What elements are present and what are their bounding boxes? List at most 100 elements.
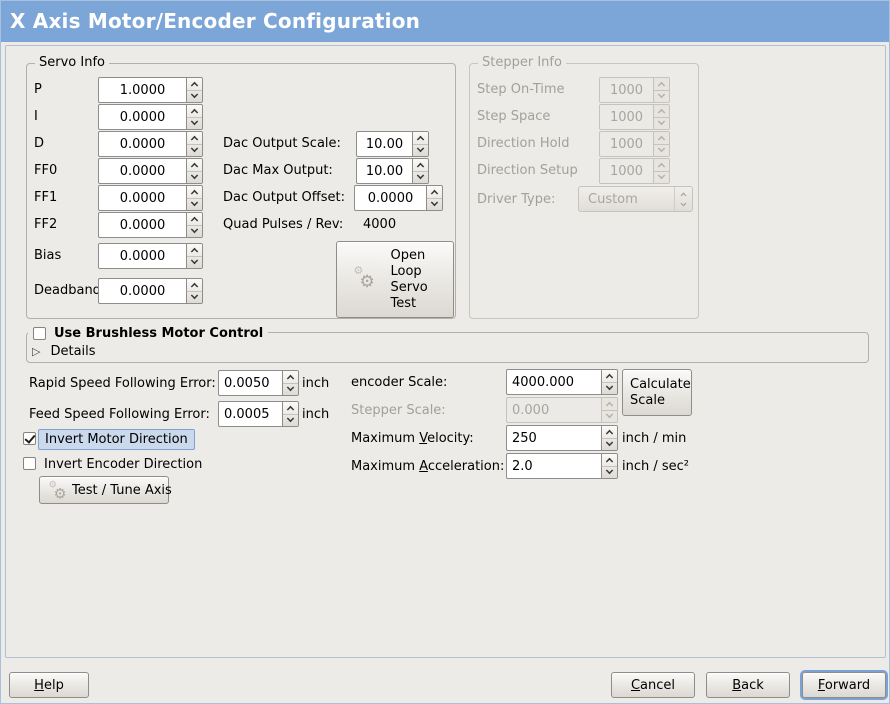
encoder-scale-input[interactable]: 4000.000 xyxy=(512,374,575,390)
spin-down-button[interactable] xyxy=(187,89,202,103)
details-expander[interactable]: ▷ Details xyxy=(32,344,96,359)
p-spinbox[interactable]: 1.0000 xyxy=(98,77,203,103)
dac-output-offset-spinbox[interactable]: 0.0000 xyxy=(354,185,443,211)
spin-up-button[interactable] xyxy=(602,370,617,382)
spin-down-button[interactable] xyxy=(283,382,298,396)
ff1-input[interactable]: 0.0000 xyxy=(119,190,166,206)
use-brushless-label[interactable]: Use Brushless Motor Control xyxy=(54,325,264,341)
spin-up-button[interactable] xyxy=(413,132,428,144)
p-input[interactable]: 1.0000 xyxy=(119,82,166,98)
invert-motor-checkbox[interactable] xyxy=(23,432,36,445)
rapid-following-error-input[interactable]: 0.0050 xyxy=(224,375,270,391)
dac-output-scale-input[interactable]: 10.00 xyxy=(365,136,404,152)
encoder-scale-spinbox[interactable]: 4000.000 xyxy=(506,369,618,395)
spin-up-button[interactable] xyxy=(413,159,428,171)
feed-following-error-label: Feed Speed Following Error: xyxy=(29,407,210,422)
forward-button[interactable]: Forward xyxy=(802,672,886,698)
cancel-label: Cancel xyxy=(631,678,675,693)
label-text: Maximum xyxy=(351,459,420,474)
spin-up-button[interactable] xyxy=(427,186,442,198)
ff1-spinbox[interactable]: 0.0000 xyxy=(98,185,203,211)
bias-spinbox[interactable]: 0.0000 xyxy=(98,243,203,269)
step-on-time-label: Step On-Time xyxy=(477,82,565,97)
deadband-spinbox[interactable]: 0.0000 xyxy=(98,278,203,304)
spin-down-button[interactable] xyxy=(187,224,202,238)
spin-up-button[interactable] xyxy=(187,213,202,225)
maximum-velocity-input[interactable]: 250 xyxy=(512,430,537,446)
spin-up-button[interactable] xyxy=(283,371,298,383)
feed-following-error-spinbox[interactable]: 0.0005 xyxy=(218,401,299,427)
maximum-acceleration-input[interactable]: 2.0 xyxy=(512,458,533,474)
spin-up-button[interactable] xyxy=(602,426,617,438)
maximum-velocity-spinbox[interactable]: 250 xyxy=(506,425,618,451)
chevron-up-icon xyxy=(286,374,295,382)
dac-max-output-spinbox[interactable]: 10.00 xyxy=(356,158,429,184)
deadband-input[interactable]: 0.0000 xyxy=(119,283,166,299)
bias-input[interactable]: 0.0000 xyxy=(119,248,166,264)
calculate-scale-label: Calculate Scale xyxy=(630,376,691,408)
d-input[interactable]: 0.0000 xyxy=(119,136,166,152)
dac-output-scale-spinbox[interactable]: 10.00 xyxy=(356,131,429,157)
spin-down-button[interactable] xyxy=(187,143,202,157)
back-button[interactable]: Back xyxy=(706,672,790,698)
spin-down-button[interactable] xyxy=(602,465,617,479)
spin-up-button[interactable] xyxy=(187,78,202,90)
spin-up-button[interactable] xyxy=(187,244,202,256)
spin-buttons xyxy=(601,370,617,394)
spin-up-button[interactable] xyxy=(187,132,202,144)
brushless-frame xyxy=(26,332,869,363)
spin-up-button[interactable] xyxy=(187,105,202,117)
invert-motor-label[interactable]: Invert Motor Direction xyxy=(38,429,195,450)
spin-down-button[interactable] xyxy=(187,255,202,269)
chevron-down-icon xyxy=(190,257,199,265)
spin-down-button xyxy=(654,143,669,157)
ff0-input[interactable]: 0.0000 xyxy=(119,163,166,179)
spin-up-button[interactable] xyxy=(187,279,202,291)
step-space-spinbox: 1000 xyxy=(599,104,670,130)
spin-down-button[interactable] xyxy=(187,290,202,304)
spin-up-button[interactable] xyxy=(602,454,617,466)
title-bar: X Axis Motor/Encoder Configuration xyxy=(1,1,889,42)
spin-down-button[interactable] xyxy=(187,116,202,130)
feed-following-error-input[interactable]: 0.0005 xyxy=(224,406,270,422)
i-input[interactable]: 0.0000 xyxy=(119,109,166,125)
chevron-down-icon xyxy=(430,199,439,207)
chevron-down-icon xyxy=(605,411,614,419)
ff2-label: FF2 xyxy=(34,217,58,232)
maximum-acceleration-spinbox[interactable]: 2.0 xyxy=(506,453,618,479)
use-brushless-checkbox[interactable] xyxy=(33,326,46,340)
chevron-up-icon xyxy=(190,282,199,290)
i-spinbox[interactable]: 0.0000 xyxy=(98,104,203,130)
test-tune-axis-button[interactable]: ⚙⚙ Test / Tune Axis xyxy=(39,476,172,504)
spin-up-button[interactable] xyxy=(187,159,202,171)
spin-down-button[interactable] xyxy=(187,197,202,211)
ff2-spinbox[interactable]: 0.0000 xyxy=(98,212,203,238)
label-mnemonic: A xyxy=(419,459,428,474)
d-spinbox[interactable]: 0.0000 xyxy=(98,131,203,157)
spin-up-button[interactable] xyxy=(283,402,298,414)
ff0-spinbox[interactable]: 0.0000 xyxy=(98,158,203,184)
ff2-input[interactable]: 0.0000 xyxy=(119,217,166,233)
invert-encoder-label[interactable]: Invert Encoder Direction xyxy=(44,457,203,472)
dac-max-output-input[interactable]: 10.00 xyxy=(365,163,404,179)
spin-down-button[interactable] xyxy=(187,170,202,184)
spin-down-button[interactable] xyxy=(602,381,617,395)
spin-up-button[interactable] xyxy=(187,186,202,198)
calculate-scale-button[interactable]: Calculate Scale xyxy=(622,369,692,416)
spin-down-button[interactable] xyxy=(427,197,442,211)
chevron-up-icon xyxy=(657,162,666,170)
chevron-down-icon xyxy=(416,145,425,153)
chevron-down-icon xyxy=(190,118,199,126)
spin-buttons xyxy=(186,159,202,183)
spin-down-button[interactable] xyxy=(413,143,428,157)
cancel-button[interactable]: Cancel xyxy=(611,672,695,698)
spin-down-button[interactable] xyxy=(602,437,617,451)
step-on-time-spinbox: 1000 xyxy=(599,77,670,103)
rapid-following-error-spinbox[interactable]: 0.0050 xyxy=(218,370,299,396)
dac-output-offset-input[interactable]: 0.0000 xyxy=(367,190,414,206)
spin-down-button[interactable] xyxy=(413,170,428,184)
help-button[interactable]: Help xyxy=(9,672,89,698)
open-loop-servo-test-button[interactable]: ⚙⚙ Open Loop Servo Test xyxy=(336,241,454,318)
invert-encoder-checkbox[interactable] xyxy=(23,457,36,470)
spin-down-button[interactable] xyxy=(283,413,298,427)
